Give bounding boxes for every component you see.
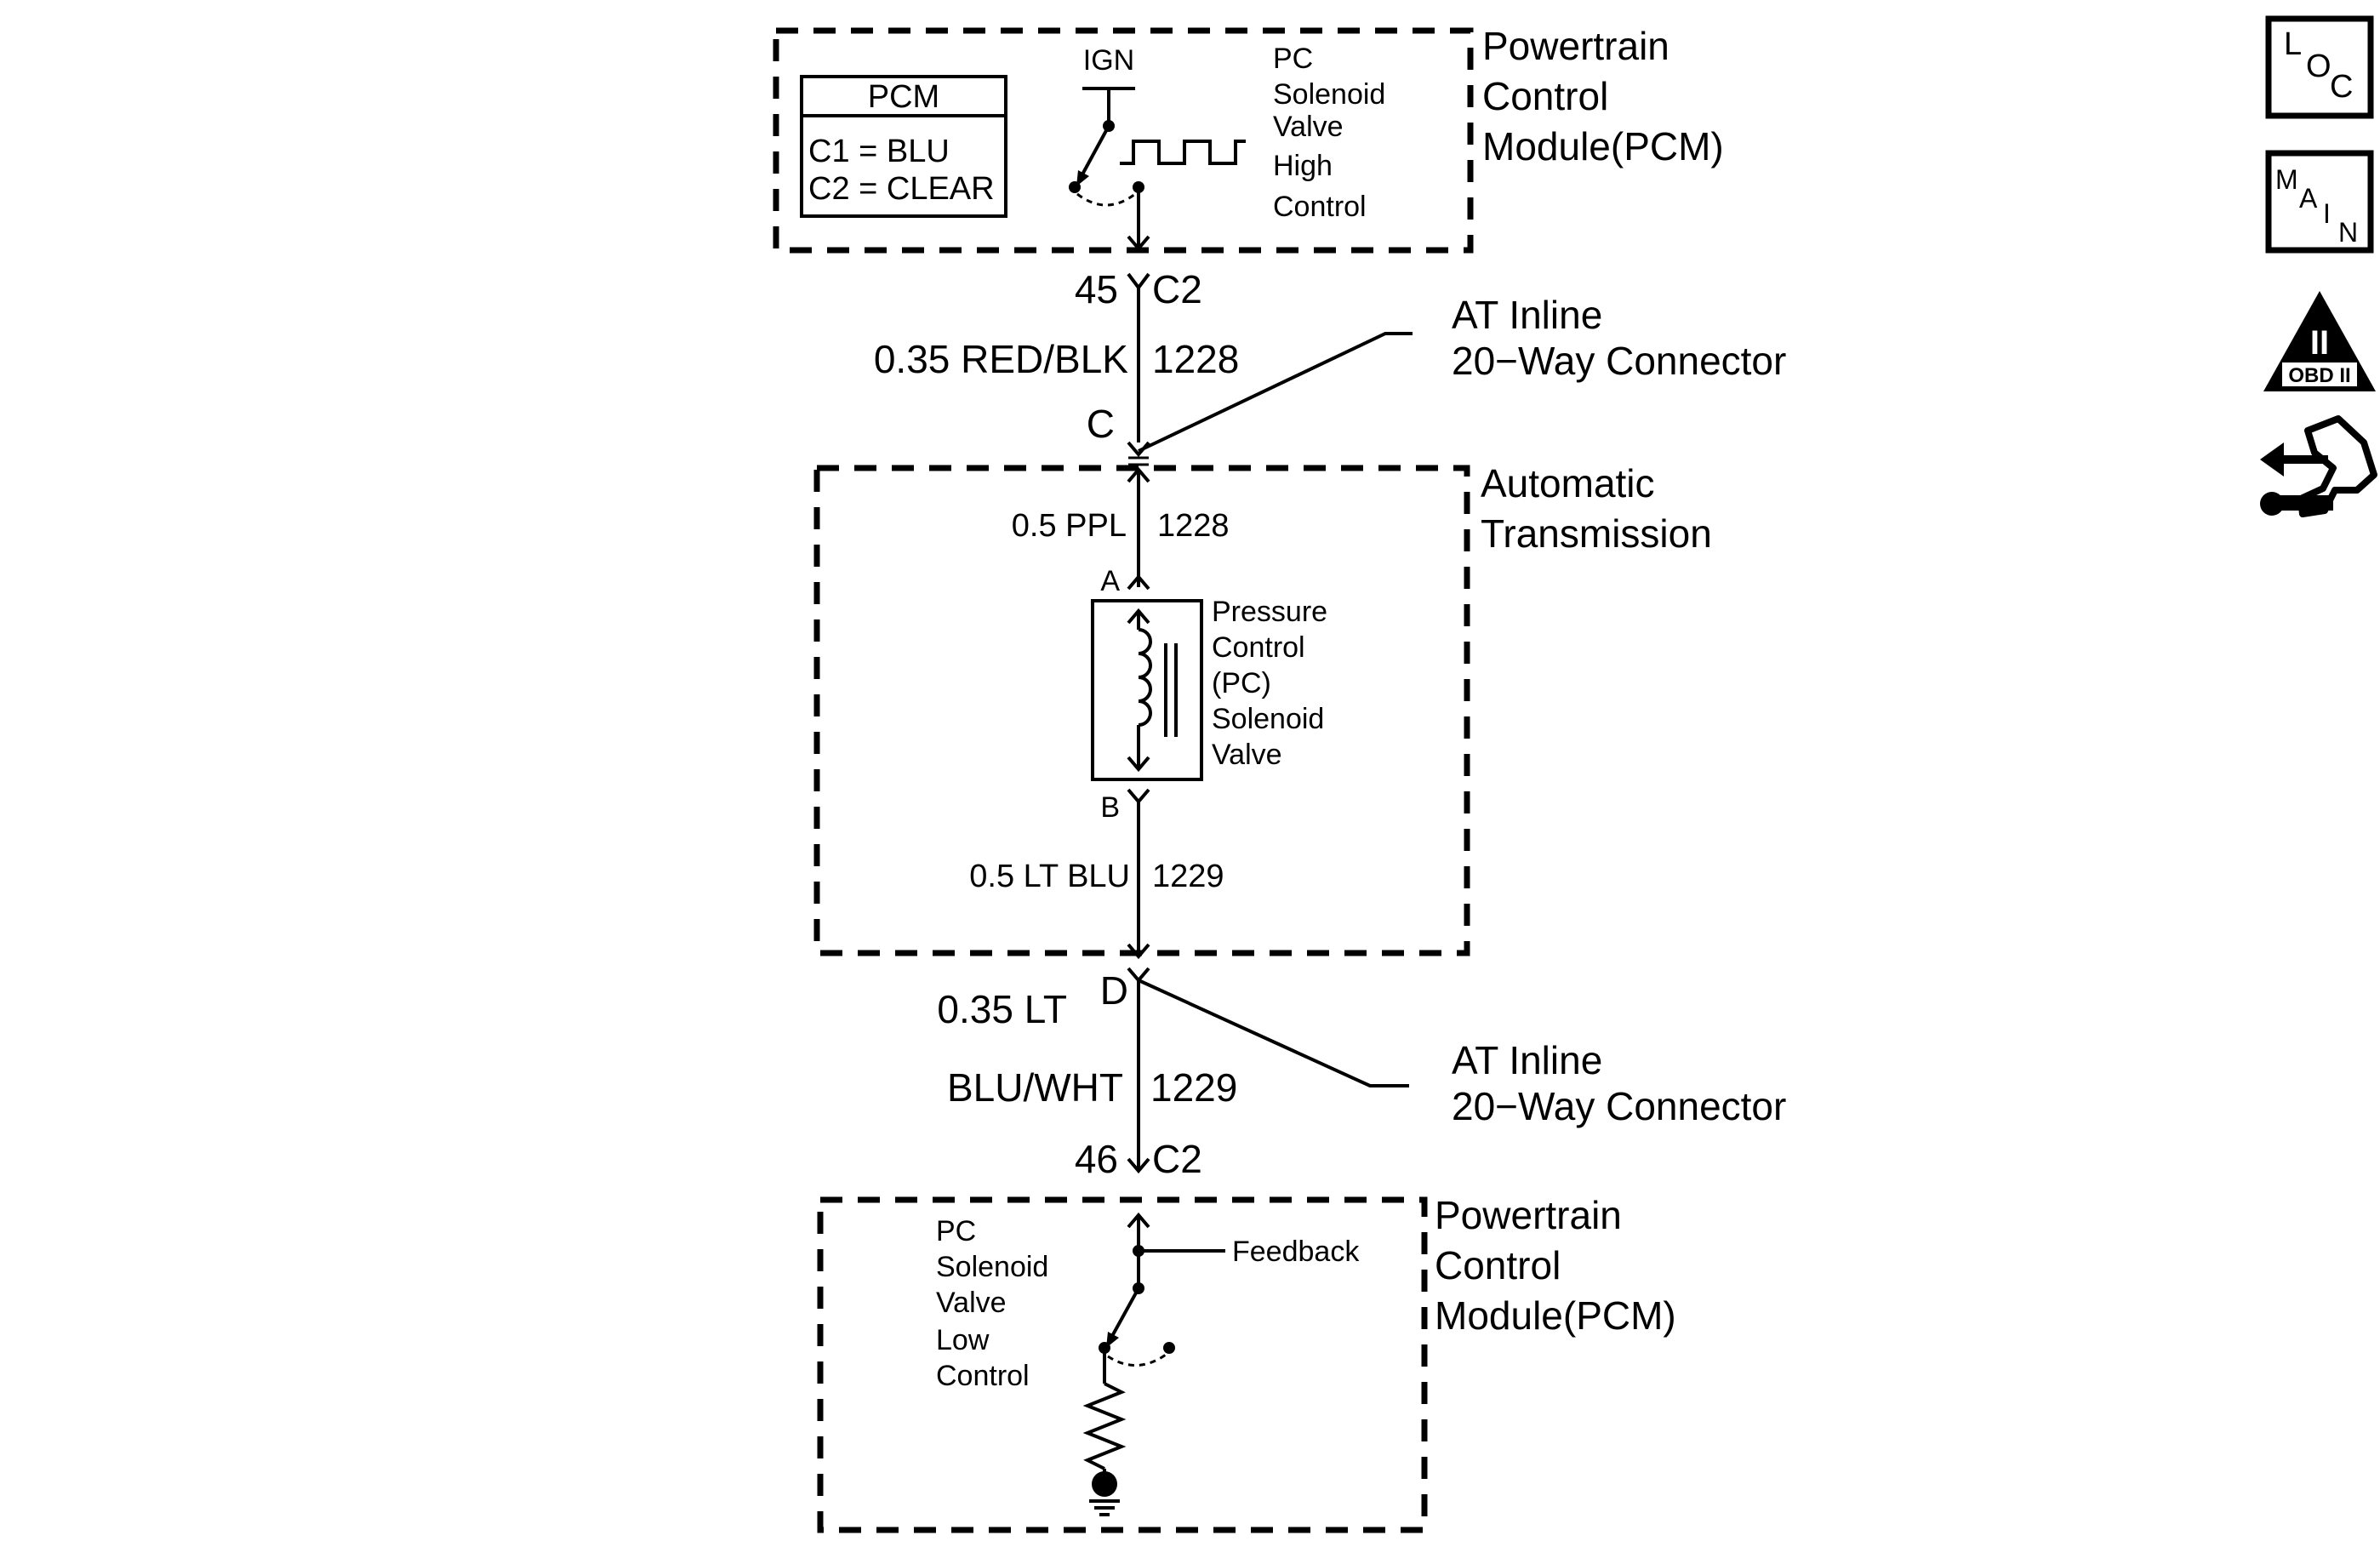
low-control-line-2: Solenoid	[936, 1251, 1048, 1283]
pcm-top-title-2: Control	[1482, 74, 1608, 118]
pin-top-number: 45	[1075, 267, 1118, 311]
terminal-a-label: A	[1100, 565, 1120, 597]
legend-line-1: C1 = BLU	[808, 134, 950, 169]
loc-letter-o: O	[2306, 49, 2331, 84]
transmission-module: Automatic Transmission 0.5 PPL 1228 A Pr…	[813, 461, 1712, 960]
pc-solenoid-coil	[1091, 599, 1203, 781]
low-control-line-5: Control	[936, 1360, 1030, 1392]
inline-c-label-2: 20−Way Connector	[1452, 339, 1786, 383]
low-control-line-3: Valve	[936, 1287, 1007, 1319]
pin-45-connector: 45 C2	[1075, 267, 1202, 311]
wire-bottom-color-1: 0.35 LT	[937, 987, 1067, 1031]
transmission-border	[813, 465, 1470, 956]
loc-letter-l: L	[2284, 26, 2302, 62]
obd-ii-nav-button[interactable]: II OBD II	[2263, 291, 2376, 391]
trans-wire-out-circuit: 1229	[1152, 859, 1224, 894]
high-control-line-1: PC	[1273, 43, 1313, 75]
high-side-switch: IGN PC Solenoid Valve High Control	[1069, 43, 1385, 252]
trans-wire-in-color: 0.5 PPL	[1012, 508, 1127, 544]
pcm-top-border	[773, 27, 1474, 254]
terminal-b-label: B	[1100, 791, 1120, 824]
pcm-bottom-title-1: Powertrain	[1435, 1193, 1622, 1237]
inline-d-label-1: AT Inline	[1452, 1038, 1602, 1082]
obd-caption: OBD II	[2288, 364, 2350, 387]
pcm-top-title-1: Powertrain	[1482, 24, 1669, 68]
pcm-bottom-module: Powertrain Control Module(PCM) PC Soleno…	[817, 1193, 1676, 1533]
pcm-bottom-border	[817, 1196, 1428, 1533]
solenoid-line-3: (PC)	[1212, 667, 1271, 699]
high-control-line-4: High	[1273, 150, 1333, 182]
main-letter-n: N	[2338, 217, 2358, 248]
loc-nav-button[interactable]: L O C	[2265, 15, 2374, 119]
inline-c-terminal: C	[1087, 402, 1115, 446]
low-side-switch: Feedback	[1082, 1212, 1360, 1516]
main-letter-m: M	[2275, 164, 2298, 195]
obd-numeral: II	[2310, 324, 2329, 362]
low-control-line-1: PC	[936, 1215, 976, 1247]
inline-d-terminal: D	[1100, 968, 1128, 1013]
feedback-label: Feedback	[1232, 1236, 1360, 1268]
solenoid-line-4: Solenoid	[1212, 703, 1324, 735]
wire-bottom-color-2: BLU/WHT	[947, 1065, 1123, 1110]
pin-top-connector: C2	[1152, 267, 1202, 311]
solenoid-line-5: Valve	[1212, 739, 1282, 771]
solenoid-line-2: Control	[1212, 631, 1305, 664]
inline-c-label-1: AT Inline	[1452, 293, 1602, 337]
pin-bottom-connector: C2	[1152, 1137, 1202, 1181]
inline-connector-c: C AT Inline 20−Way Connector	[1087, 293, 1786, 466]
solenoid-line-1: Pressure	[1212, 596, 1327, 628]
wire-top-color: 0.35 RED/BLK	[874, 337, 1128, 381]
main-letter-a: A	[2299, 183, 2318, 214]
component-locator-icon[interactable]	[2260, 415, 2377, 517]
pin-bottom-number: 46	[1075, 1137, 1118, 1181]
pcm-top-module: Powertrain Control Module(PCM) PCM C1 = …	[773, 24, 1724, 254]
low-control-line-4: Low	[936, 1324, 990, 1356]
high-control-line-3: Valve	[1273, 111, 1344, 143]
transmission-title-1: Automatic	[1481, 461, 1655, 505]
pin-46-connector: 46 C2	[1075, 1137, 1202, 1181]
high-control-line-2: Solenoid	[1273, 78, 1385, 111]
trans-wire-out-color: 0.5 LT BLU	[969, 859, 1130, 894]
pcm-bottom-title-3: Module(PCM)	[1435, 1293, 1676, 1338]
wire-bottom-circuit: 1229	[1150, 1065, 1237, 1110]
legend-line-2: C2 = CLEAR	[808, 171, 995, 207]
pcm-top-title-3: Module(PCM)	[1482, 124, 1724, 168]
loc-letter-c: C	[2330, 69, 2353, 105]
inline-d-label-2: 20−Way Connector	[1452, 1084, 1786, 1128]
trans-wire-in-circuit: 1228	[1157, 508, 1230, 544]
connector-legend: PCM C1 = BLU C2 = CLEAR	[800, 75, 1007, 218]
legend-heading: PCM	[868, 79, 939, 115]
pcm-bottom-title-2: Control	[1435, 1243, 1561, 1287]
main-nav-button[interactable]: M A I N	[2265, 150, 2374, 254]
wire-top-circuit: 1228	[1152, 337, 1239, 381]
transmission-title-2: Transmission	[1481, 511, 1712, 556]
main-letter-i: I	[2323, 198, 2331, 229]
ign-label: IGN	[1083, 44, 1134, 77]
high-control-line-5: Control	[1273, 191, 1367, 223]
